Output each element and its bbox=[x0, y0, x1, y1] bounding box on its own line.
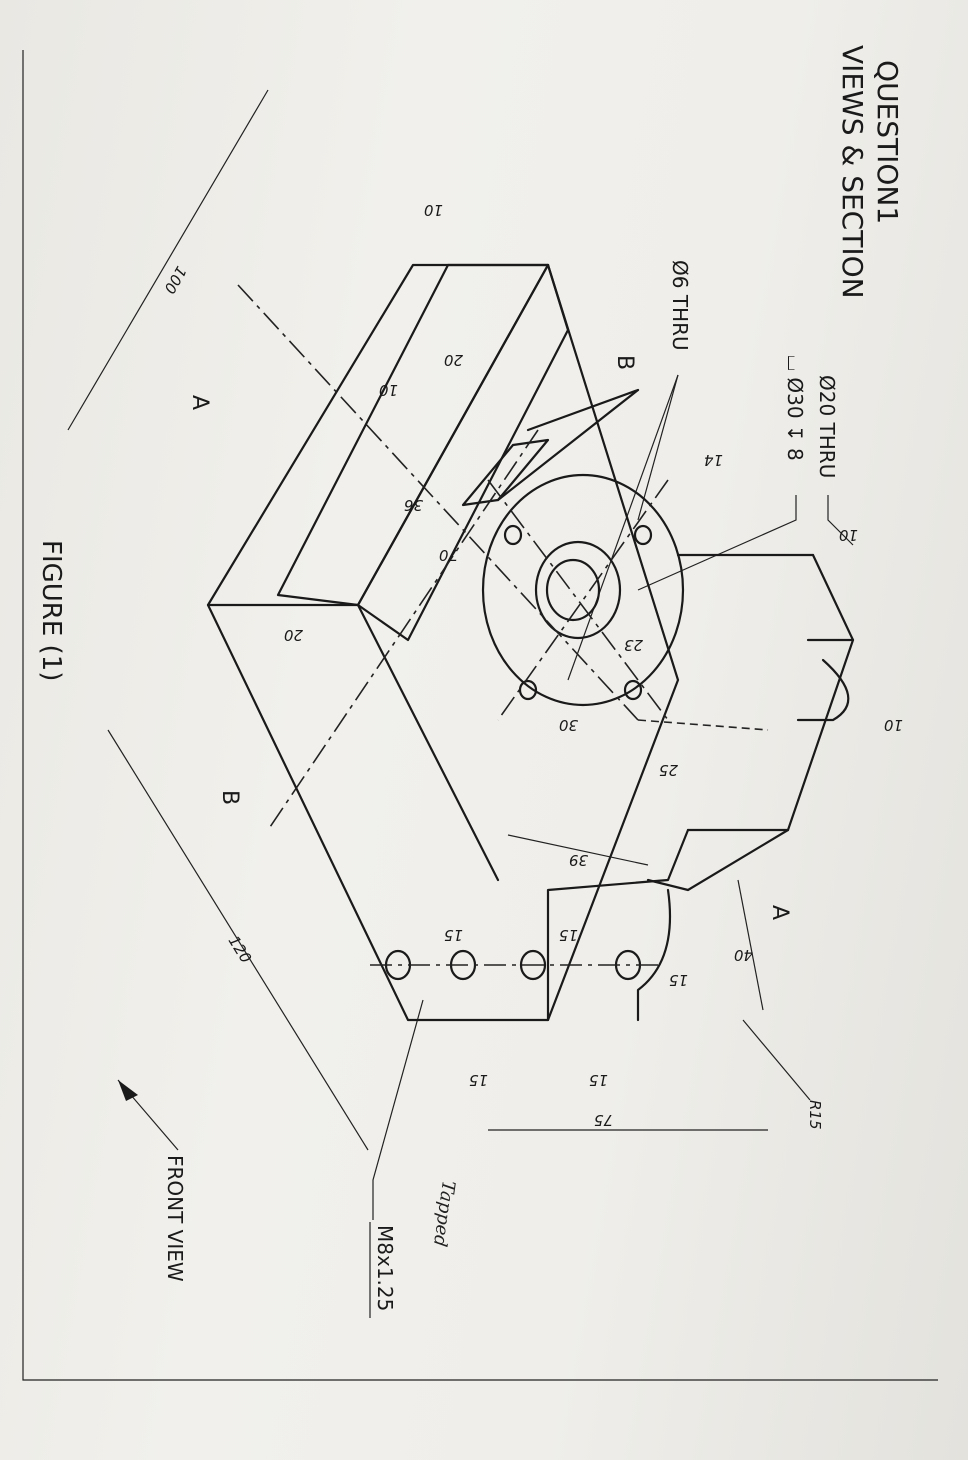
base-plate bbox=[206, 263, 680, 1022]
dim-70: 70 bbox=[439, 546, 458, 564]
small-hole-leader-2 bbox=[567, 374, 679, 681]
question-title: QUESTION1 bbox=[871, 60, 904, 224]
rib-edge bbox=[496, 388, 640, 502]
section-b-left: B bbox=[612, 355, 637, 370]
section-line-a bbox=[237, 284, 639, 721]
dim-40-line bbox=[737, 879, 764, 1011]
dim-15-a: 15 bbox=[444, 926, 463, 944]
counterbore-note: ⌴ Ø30 ↧ 8 bbox=[783, 355, 807, 461]
section-a-left: A bbox=[187, 395, 212, 410]
dim-10-lug: 10 bbox=[839, 526, 858, 544]
radius-label: R15 bbox=[806, 1100, 824, 1130]
hidden-edge-1 bbox=[637, 719, 769, 731]
section-b-right: B bbox=[217, 790, 242, 805]
dim-25: 25 bbox=[659, 761, 678, 779]
dim-23: 23 bbox=[624, 636, 643, 654]
small-hole-note: Ø6 THRU bbox=[668, 260, 692, 351]
dim-15-c: 15 bbox=[669, 971, 688, 989]
dim-39-line bbox=[507, 834, 649, 866]
dim-10-lug2: 10 bbox=[884, 716, 903, 734]
bore-thru-note: Ø20 THRU bbox=[815, 375, 839, 478]
through-bore bbox=[545, 558, 601, 622]
dim-120: 120 bbox=[225, 933, 255, 967]
question-subtitle: VIEWS & SECTION bbox=[836, 45, 869, 299]
dim-15-d: 15 bbox=[469, 1071, 488, 1089]
front-view-label: FRONT VIEW bbox=[163, 1155, 187, 1282]
boss-centerline-2 bbox=[487, 479, 669, 721]
dim-120-line bbox=[107, 729, 369, 1151]
dim-100-line bbox=[67, 89, 269, 431]
back-wall-top bbox=[356, 263, 570, 642]
dim-15-b: 15 bbox=[559, 926, 578, 944]
back-wall-face bbox=[276, 263, 550, 607]
dim-20-rib: 20 bbox=[444, 351, 463, 369]
rib-slant bbox=[526, 388, 640, 432]
boss-centerline-1 bbox=[497, 479, 669, 721]
counterbore bbox=[534, 540, 622, 640]
dim-40: 40 bbox=[734, 946, 753, 964]
dim-15-e: 15 bbox=[589, 1071, 608, 1089]
dim-10-top: 10 bbox=[424, 201, 443, 219]
thread-note: M8x1.25 bbox=[373, 1225, 397, 1311]
dim-100: 100 bbox=[160, 263, 190, 297]
lug-radius bbox=[796, 658, 850, 722]
dim-75: 75 bbox=[594, 1111, 613, 1129]
tapped-handwritten: Tapped bbox=[429, 1179, 459, 1248]
notes: Ø20 THRU ⌴ Ø30 ↧ 8 Ø6 THRU M8x1.25 Tappe… bbox=[117, 260, 854, 1318]
figure-caption: FIGURE (1) bbox=[36, 540, 66, 681]
thread-leader bbox=[372, 999, 424, 1220]
small-hole-1 bbox=[633, 524, 653, 546]
rib bbox=[461, 438, 550, 507]
dim-10-rib: 10 bbox=[379, 381, 398, 399]
small-hole-leader bbox=[637, 374, 679, 521]
boss-top bbox=[481, 473, 685, 707]
tapped-hole-1 bbox=[519, 949, 547, 981]
radius-leader bbox=[742, 1019, 811, 1101]
small-hole-3 bbox=[503, 524, 523, 546]
bore-leader bbox=[827, 495, 854, 546]
page-border bbox=[22, 50, 938, 1381]
dim-20-base: 20 bbox=[284, 626, 303, 644]
section-line-b bbox=[267, 429, 539, 831]
dim-14: 14 bbox=[704, 451, 723, 469]
dim-36: 36 bbox=[404, 496, 423, 514]
right-fillet bbox=[636, 888, 672, 1022]
dim-30: 30 bbox=[559, 716, 578, 734]
front-view-arrowhead bbox=[118, 1080, 138, 1101]
small-hole-2 bbox=[623, 679, 643, 701]
step-block bbox=[546, 828, 690, 1022]
isometric-part bbox=[206, 263, 855, 1022]
dim-39: 39 bbox=[569, 851, 588, 869]
base-top-front bbox=[356, 603, 500, 882]
section-a-right: A bbox=[767, 905, 792, 920]
counterbore-leader bbox=[637, 495, 797, 591]
section-marks: A A B B bbox=[187, 355, 792, 920]
